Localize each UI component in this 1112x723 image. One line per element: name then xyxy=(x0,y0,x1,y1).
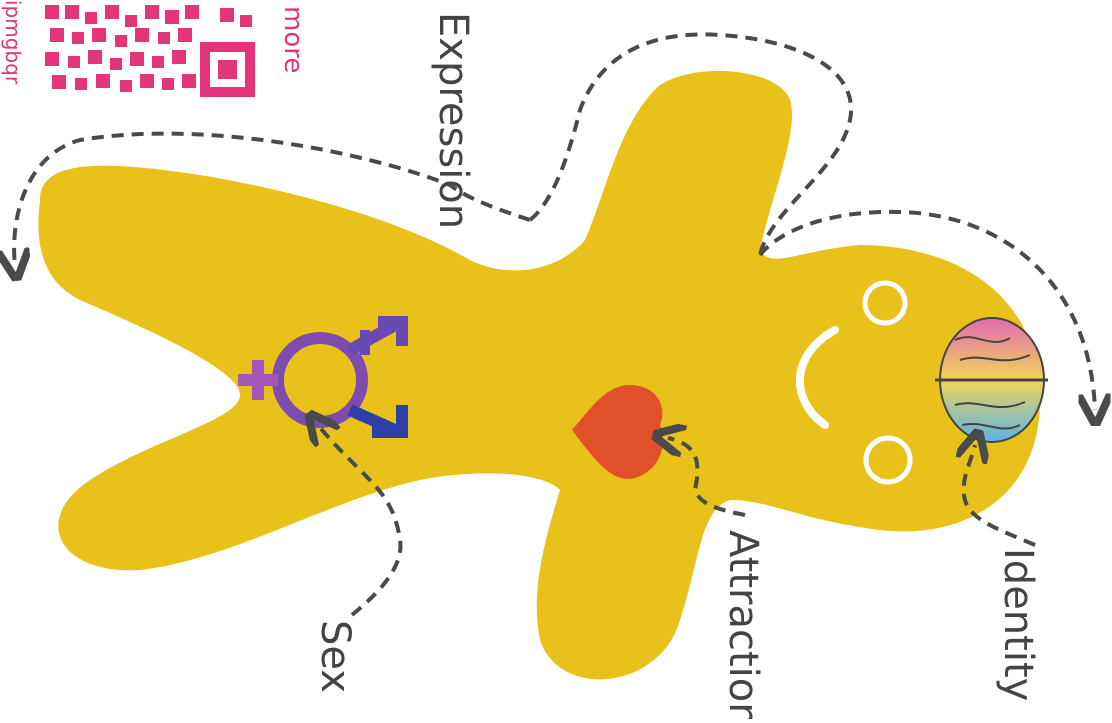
label-sex: Sex xyxy=(312,620,358,693)
label-attraction: Attraction xyxy=(720,530,766,719)
label-expression: Expression xyxy=(430,12,476,229)
qr-code-text: ipmgbqr xyxy=(1,0,25,85)
qr-code-icon: more ipmgbqr xyxy=(1,0,308,97)
gingerbread-body xyxy=(38,71,1040,680)
label-identity: Identity xyxy=(995,548,1041,701)
qr-more-text: more xyxy=(278,6,308,73)
